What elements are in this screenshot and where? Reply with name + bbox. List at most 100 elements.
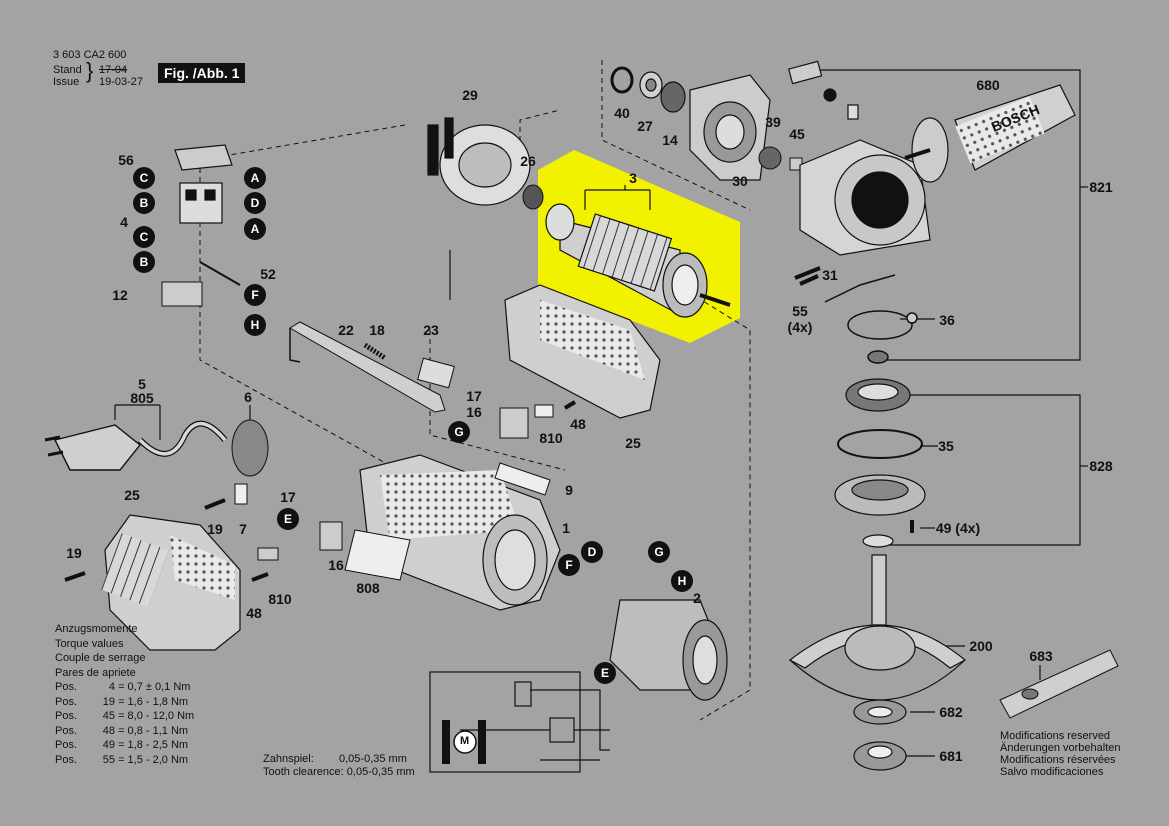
power-cord-5-shape [44, 420, 228, 471]
part-label: 48 [570, 416, 586, 432]
connector-c: C [133, 226, 155, 248]
part-label: 681 [939, 748, 963, 764]
modifications-note: Modifications reserved Änderungen vorbeh… [1000, 730, 1121, 778]
part-label: 40 [614, 105, 630, 121]
part-label: 808 [356, 580, 380, 596]
torque-row: Pos.55 = 1,5 - 2,0 Nm [55, 753, 189, 766]
part-label: 810 [268, 591, 292, 607]
bearing-26-shape [522, 184, 544, 210]
part-label: 17 [466, 388, 482, 404]
bearing-flange-30-shape [689, 74, 771, 181]
brush-holder-16-shape [499, 407, 529, 439]
torque-row: Pos.19 = 1,6 - 1,8 Nm [55, 695, 189, 708]
stand-label: Stand [53, 64, 82, 76]
part-label: 6 [244, 389, 252, 405]
connector-d: D [581, 541, 603, 563]
doc-number: 3 603 CA2 600 [53, 49, 127, 61]
part-label: 31 [822, 267, 838, 283]
header-brace: } [86, 58, 94, 83]
part-label: 35 [938, 438, 954, 454]
part-label: 29 [462, 87, 478, 103]
bearing-parts-shape [610, 66, 686, 113]
spring-18-shape [363, 342, 387, 361]
part-label: 5 [138, 376, 146, 392]
part-label: 828 [1089, 458, 1113, 474]
connector-a: A [244, 218, 266, 240]
connector-a: A [244, 167, 266, 189]
circuit-diagram-frame [429, 671, 581, 773]
part-label: (4x) [787, 319, 813, 335]
torque-row: Pos.48 = 0,8 - 1,1 Nm [55, 724, 189, 737]
part-label: 682 [939, 704, 963, 720]
connector-g: G [448, 421, 470, 443]
connector-d: D [244, 192, 266, 214]
stand-date: 17-04 [99, 64, 128, 76]
motor-symbol-circle [453, 730, 477, 754]
part-label: 39 [765, 114, 781, 130]
torque-title: Anzugsmomente [55, 623, 138, 635]
tooth-clearance-de: Zahnspiel:0,05-0,35 mm [263, 753, 407, 765]
part-label: 805 [130, 390, 154, 406]
motor-symbol-label: M [460, 735, 470, 747]
connector-f: F [244, 284, 266, 306]
part-label: 49 (4x) [935, 520, 981, 536]
guard-clamp-shape [794, 266, 918, 364]
part-label: 17 [280, 489, 296, 505]
slider-23-shape [417, 357, 455, 389]
part-label: 4 [120, 214, 128, 230]
torque-row: Pos.4 = 0,7 ± 0,1 Nm [55, 681, 191, 693]
torque-row: Pos.45 = 8,0 - 12,0 Nm [55, 710, 195, 722]
torque-title: Torque values [55, 637, 124, 650]
switch-rod-22-shape [289, 321, 446, 413]
part-label: 19 [207, 521, 223, 537]
torque-values: Anzugsmomente Torque values Couple de se… [55, 622, 194, 767]
part-label: 25 [625, 435, 641, 451]
part-label: 30 [732, 173, 748, 189]
armature-3-shape [545, 203, 731, 318]
connector-e: E [594, 662, 616, 684]
part-label: 45 [789, 126, 805, 142]
part-label: 821 [1089, 179, 1113, 195]
connector-e: E [277, 508, 299, 530]
part-label: 9 [565, 482, 573, 498]
connector-b: B [133, 251, 155, 273]
part-label: 1 [562, 520, 570, 536]
torque-title: Couple de serrage [55, 652, 146, 664]
part-label: 200 [969, 638, 993, 654]
housing-25-top-shape [504, 284, 661, 419]
brush-holder-16b-shape [319, 521, 343, 551]
part-label: 48 [246, 605, 262, 621]
connector-h: H [671, 570, 693, 592]
connector-c: C [133, 167, 155, 189]
issue-label: Issue [53, 76, 80, 88]
part-label: 680 [976, 77, 1000, 93]
part-label: 19 [66, 545, 82, 561]
figure-label: Fig. /Abb. 1 [158, 63, 246, 83]
part-label: 27 [637, 118, 653, 134]
part-label: 26 [520, 153, 536, 169]
torque-row: Pos.49 = 1,8 - 2,5 Nm [55, 739, 189, 751]
gear-assembly-828-shape [834, 378, 926, 548]
fan-29-shape [427, 117, 531, 206]
brush-810-shape [534, 404, 554, 418]
part-label: 36 [939, 312, 955, 328]
part-label: 683 [1029, 648, 1053, 664]
suppressor-12-shape [161, 281, 203, 307]
connector-h: H [244, 314, 266, 336]
part-label: 810 [539, 430, 563, 446]
part-label: 3 [629, 170, 637, 186]
connector-b: B [133, 192, 155, 214]
part-label: 12 [112, 287, 128, 303]
switch-4-shape [174, 144, 233, 224]
part-label: 52 [260, 266, 276, 282]
part-label: 22 [338, 322, 354, 338]
part-label: 14 [662, 132, 678, 148]
field-2-shape [609, 599, 728, 701]
part-label: 2 [693, 590, 701, 606]
aux-handle-680-shape [904, 84, 1076, 183]
brush-7-shape [234, 483, 248, 505]
spindle-guard-shape [788, 554, 967, 771]
connector-g: G [648, 541, 670, 563]
torque-title: Pares de apriete [55, 666, 136, 679]
